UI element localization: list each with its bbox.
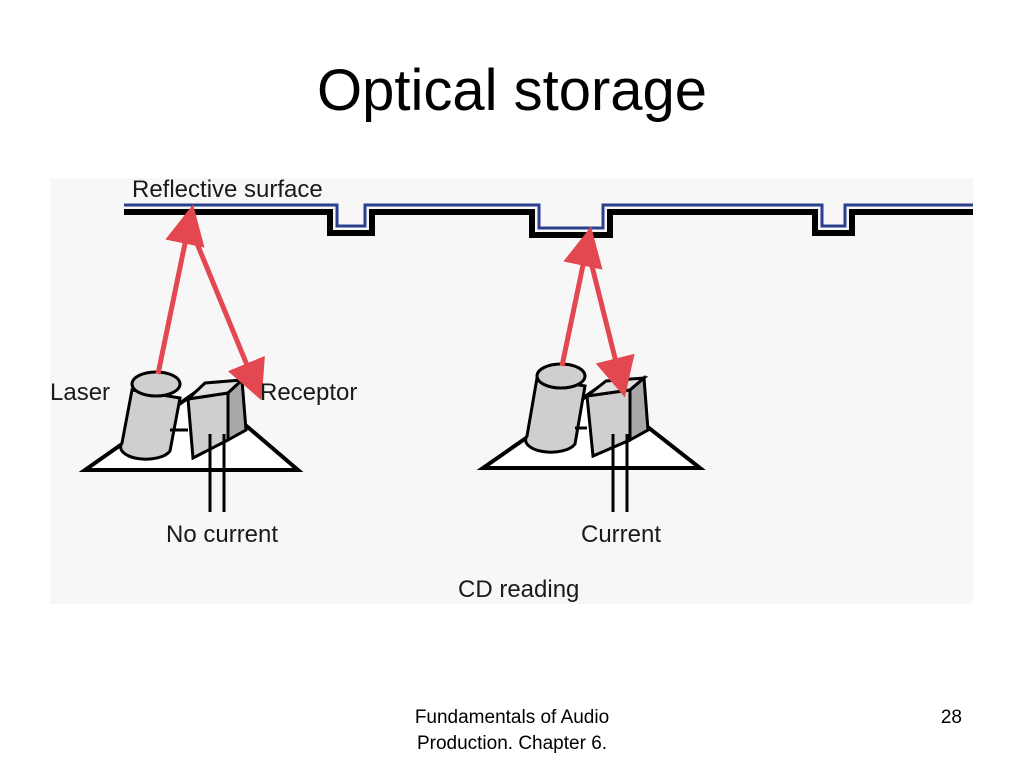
laser-label: Laser	[50, 379, 110, 406]
right-reader-unit: Current	[476, 226, 706, 548]
left-beam-arrows	[155, 204, 265, 401]
surface-blue-layer	[124, 203, 973, 230]
footer-line-2: Production. Chapter 6.	[416, 733, 608, 754]
footer-line-1: Fundamentals of Audio	[414, 707, 610, 728]
diagram-caption: CD reading	[458, 576, 579, 603]
reflective-surface: Reflective surface	[124, 178, 973, 238]
surface-label: Reflective surface	[132, 178, 323, 203]
right-output-wires	[611, 434, 629, 512]
page-number: 28	[940, 707, 962, 728]
no-current-label: No current	[166, 521, 278, 548]
left-output-wires	[208, 434, 226, 512]
slide-title: Optical storage	[316, 58, 708, 123]
cd-reading-diagram: Reflective surface	[50, 178, 973, 604]
current-label: Current	[581, 521, 661, 548]
left-reader-unit: Laser Receptor No current	[50, 204, 357, 548]
footer-text: Fundamentals of Audio Production. Chapte…	[362, 705, 662, 757]
diagram-canvas: Reflective surface	[50, 178, 973, 603]
right-laser-cylinder	[524, 362, 587, 454]
left-laser-cylinder	[119, 370, 182, 461]
right-beam-arrows	[559, 226, 635, 398]
receptor-label: Receptor	[260, 379, 357, 406]
